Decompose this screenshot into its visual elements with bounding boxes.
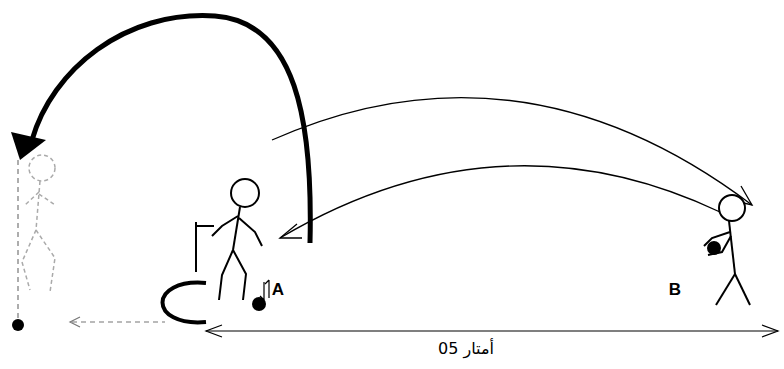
roll-line <box>72 321 165 322</box>
drop-line <box>17 160 18 318</box>
distance-label: 05 أمتار <box>436 340 496 358</box>
arrow-head <box>762 325 778 337</box>
ball <box>707 241 721 255</box>
player-label: B <box>667 281 683 300</box>
run-arc <box>32 16 310 243</box>
turn-marker <box>163 283 207 323</box>
arrow-head <box>206 325 222 337</box>
player-b <box>704 195 750 305</box>
distance-line <box>206 330 778 331</box>
ball <box>12 319 24 331</box>
ghost-player <box>22 155 55 292</box>
pass-arrow <box>280 166 720 238</box>
up-down-arrows <box>260 280 269 300</box>
pass-arrow <box>272 98 752 205</box>
arrow-head <box>280 224 302 238</box>
player-label: A <box>270 281 286 300</box>
arrow-head <box>70 317 80 327</box>
